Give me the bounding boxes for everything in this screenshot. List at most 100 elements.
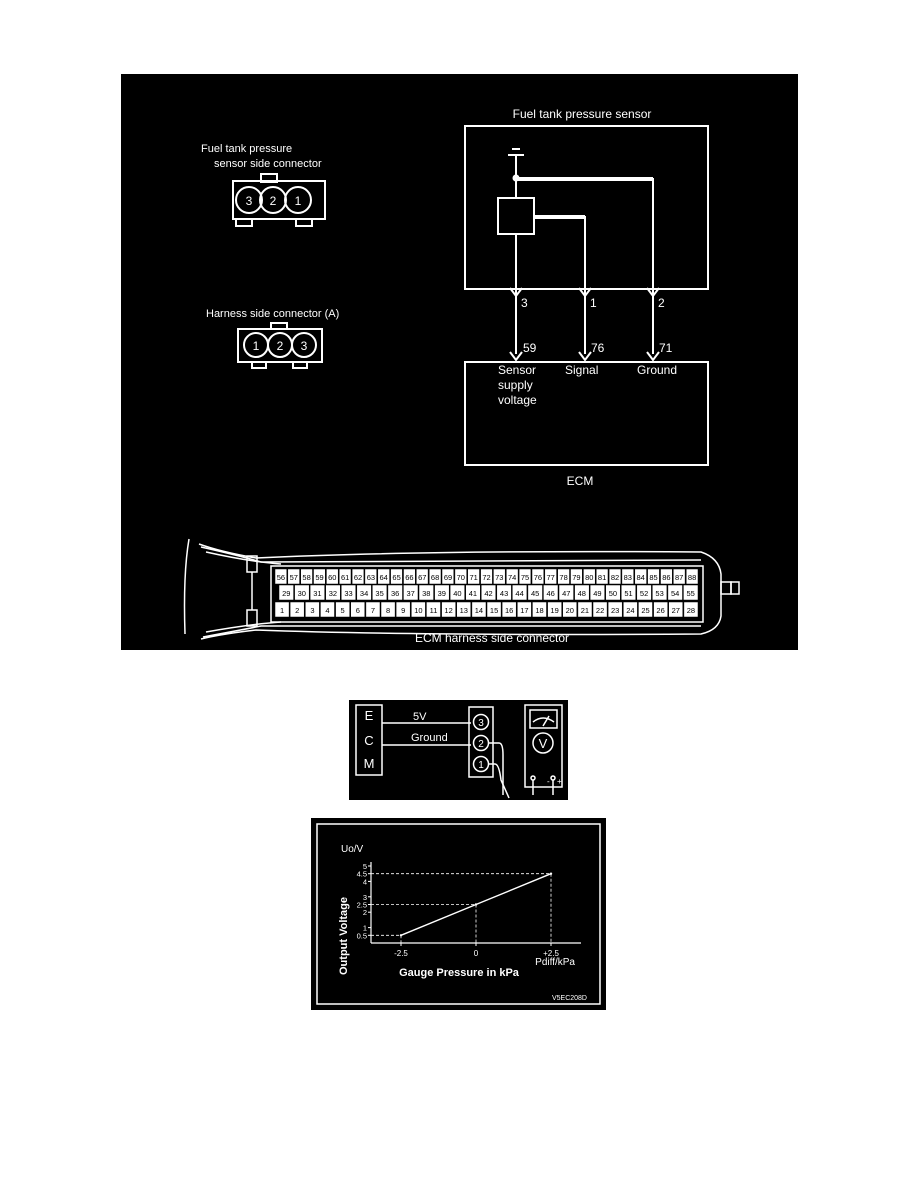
ecm-pin-label: 50 — [609, 589, 617, 598]
ecm-pin-label: 57 — [290, 573, 298, 582]
ecm-pin-label: 73 — [495, 573, 503, 582]
harness-connector-title: Harness side connector (A) — [206, 308, 339, 320]
ecm-pin-label: 86 — [662, 573, 670, 582]
ecm-box — [464, 361, 709, 466]
test-pin-2-label: 2 — [478, 739, 484, 750]
chart-frame — [316, 823, 601, 1005]
ecm-pin-cell — [426, 601, 441, 618]
ecm-pin-71-label: 71 — [659, 341, 673, 355]
ecm-pin-cell — [638, 601, 653, 618]
harness-pin-label-1: 1 — [253, 339, 260, 353]
chart-svg: Uo/V Output Voltage Gauge Pressure in kP… — [316, 823, 601, 1005]
ecm-pin-label: 41 — [469, 589, 477, 598]
y-tick-label: 3 — [363, 893, 367, 902]
ecm-pin-cell — [592, 601, 608, 618]
ecm-pin-label: 2 — [295, 606, 299, 615]
ecm-pin-cell — [300, 568, 313, 585]
y-tick-label: 2.5 — [357, 901, 367, 910]
ecm-pin-59-label: 59 — [523, 341, 537, 355]
ecm-pin-label: 79 — [572, 573, 580, 582]
ecm-pin-label: 64 — [380, 573, 388, 582]
ecm-pin-cell — [652, 584, 668, 601]
output-voltage-graph-panel: Uo/V Output Voltage Gauge Pressure in kP… — [311, 818, 606, 1010]
ecm-pin-cell — [653, 601, 668, 618]
ecm-pin-cell — [364, 568, 377, 585]
ecm-pin-cell — [340, 584, 357, 601]
ecm-pin-label: 27 — [672, 606, 680, 615]
ecm-pin-label: 87 — [675, 573, 683, 582]
ecm-pin-cell — [562, 601, 578, 618]
ecm-pin-cell — [403, 568, 416, 585]
ecm-block — [355, 704, 383, 776]
ecm-pin-cell — [570, 568, 583, 585]
sensor-connector-pin-3 — [235, 186, 263, 214]
sensor-element — [497, 197, 535, 235]
ecm-pin-label: 66 — [405, 573, 413, 582]
ecm-pin-cell — [647, 568, 660, 585]
ecm-pin-label: 36 — [391, 589, 399, 598]
ecm-pin-cell — [506, 568, 519, 585]
ecm-pin-cell — [493, 568, 506, 585]
ecm-pin-cell — [416, 568, 429, 585]
harness-side-connector — [237, 322, 323, 369]
ecm-pin-cell — [411, 601, 426, 618]
ecm-pin-cell — [496, 584, 512, 601]
ecm-pin-label: 77 — [547, 573, 555, 582]
ecm-pin-label: 78 — [559, 573, 567, 582]
ecm-pin-label: 6 — [356, 606, 360, 615]
ecm-pin-cell — [387, 584, 403, 601]
ecm-pin-label: 45 — [531, 589, 539, 598]
ecm-pin-label: 63 — [367, 573, 375, 582]
ecm-label: ECM — [567, 474, 594, 488]
ecm-pin-label: 7 — [371, 606, 375, 615]
y-axis-label: Output Voltage — [338, 897, 350, 975]
ecm-pin-label: 17 — [520, 606, 528, 615]
ecm-pin-label: 69 — [444, 573, 452, 582]
ecm-pin-label: 11 — [430, 606, 438, 615]
sensor-connector-pin-1 — [284, 186, 312, 214]
ecm-pin-label: 8 — [386, 606, 390, 615]
ecm-pin-cell — [683, 584, 699, 601]
ecm-pin-label: 70 — [457, 573, 465, 582]
wiring-diagram-panel: Fuel tank pressure sensor side connector… — [121, 74, 798, 650]
ecm-pin-cell — [683, 601, 699, 618]
ecm-pin-label: 31 — [313, 589, 321, 598]
ecm-pin-label: 4 — [325, 606, 329, 615]
ecm-letter-c: C — [364, 733, 373, 748]
ecm-pin-cell — [305, 601, 320, 618]
wiring-diagram-svg: Fuel tank pressure sensor side connector… — [183, 107, 740, 645]
ecm-pin-cell — [608, 568, 622, 585]
ecm-pin-label: 35 — [375, 589, 383, 598]
y-tick-label: 2 — [363, 908, 367, 917]
ecm-pin-label: 56 — [277, 573, 285, 582]
ecm-pin-label: 24 — [626, 606, 634, 615]
ecm-pin-label: 81 — [598, 573, 606, 582]
ecm-pin-label: 16 — [505, 606, 513, 615]
ecm-pin-cell — [685, 568, 699, 585]
ecm-pin-cell — [418, 584, 434, 601]
voltmeter-dial — [529, 709, 558, 729]
signal-label: Signal — [565, 363, 598, 377]
ecm-pin-label: 53 — [655, 589, 663, 598]
ecm-pin-cell — [673, 568, 686, 585]
ecm-pin-cell — [287, 568, 300, 585]
ecm-pin-label: 40 — [453, 589, 461, 598]
ecm-pin-label: 34 — [360, 589, 368, 598]
ecm-pin-label: 5 — [341, 606, 345, 615]
ecm-pin-cell — [574, 584, 590, 601]
y-unit-label: Uo/V — [341, 844, 364, 855]
ecm-pin-cell — [486, 601, 502, 618]
test-connector — [468, 706, 494, 778]
ecm-pin-label: 15 — [490, 606, 498, 615]
ecm-pin-cell — [636, 584, 652, 601]
sensor-connector-title-1: Fuel tank pressure — [201, 143, 292, 155]
ecm-pin-label: 39 — [438, 589, 446, 598]
ecm-pin-cell — [557, 568, 570, 585]
ecm-pin-label: 30 — [298, 589, 306, 598]
x-tick-label: 0 — [474, 949, 479, 958]
ecm-pin-label: 13 — [460, 606, 468, 615]
ecm-pin-cell — [589, 584, 605, 601]
ecm-pin-cell — [667, 584, 683, 601]
ecm-pin-cell — [544, 568, 557, 585]
